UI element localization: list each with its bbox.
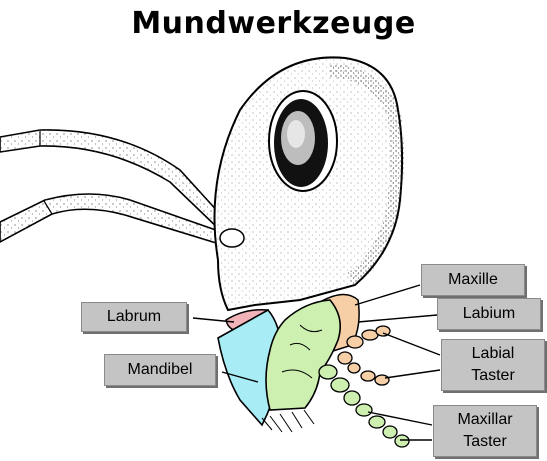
label-maxillar-taster-line1: Maxillar xyxy=(457,411,513,428)
maxille-part xyxy=(265,299,341,411)
label-labial-taster: Labial Taster xyxy=(441,339,545,391)
compound-eye-icon xyxy=(268,90,338,192)
maxillar-palp xyxy=(318,364,410,448)
label-labial-taster-line2: Taster xyxy=(471,367,515,384)
diagram-title: Mundwerkzeuge xyxy=(131,6,416,41)
label-labium: Labium xyxy=(437,298,541,330)
label-labial-taster-line1: Labial xyxy=(471,345,515,362)
label-maxille: Maxille xyxy=(421,264,525,296)
label-labrum: Labrum xyxy=(81,302,187,332)
label-maxillar-taster: Maxillar Taster xyxy=(433,405,537,457)
label-mandibel: Mandibel xyxy=(104,354,216,386)
pointer-lines xyxy=(192,284,441,441)
label-maxillar-taster-line2: Taster xyxy=(463,433,507,450)
